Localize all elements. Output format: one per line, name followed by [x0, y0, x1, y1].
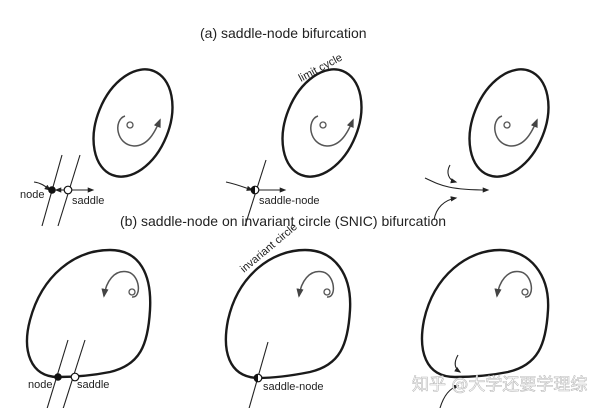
limit-cycle-label: limit cycle — [297, 52, 345, 85]
panel-a-critical: limit cycle saddle-node — [225, 52, 363, 227]
panel-b-before: node saddle — [25, 248, 152, 408]
panel-a-before: node saddle — [20, 68, 174, 227]
saddle-label: saddle — [72, 195, 104, 207]
node-label: node — [20, 189, 44, 201]
watermark: 知乎 @大学还要学理综 — [412, 375, 587, 395]
invariant-circle-orbit — [25, 248, 152, 379]
invariant-circle-label: invariant circle — [238, 221, 300, 275]
saddle-node-label: saddle-node — [263, 381, 324, 393]
saddle-node-label: saddle-node — [259, 195, 320, 207]
limit-cycle-orbit — [92, 68, 174, 178]
invariant-circle-orbit — [224, 248, 352, 380]
limit-cycle-orbit — [420, 248, 550, 379]
panel-a-after — [424, 68, 550, 221]
saddle-point — [63, 185, 73, 195]
limit-cycle-orbit — [281, 68, 363, 178]
limit-cycle-orbit — [468, 68, 550, 178]
node-label: node — [28, 379, 52, 391]
panel-a-title: (a) saddle-node bifurcation — [200, 25, 367, 41]
unstable-focus — [126, 121, 134, 129]
panel-b-title: (b) saddle-node on invariant circle (SNI… — [120, 213, 446, 229]
node-point — [48, 186, 56, 194]
saddle-label: saddle — [77, 379, 109, 391]
panel-b-critical: invariant circle saddle-node — [224, 221, 352, 408]
spiral-trajectory — [117, 115, 161, 147]
panel-b-after — [420, 248, 550, 408]
